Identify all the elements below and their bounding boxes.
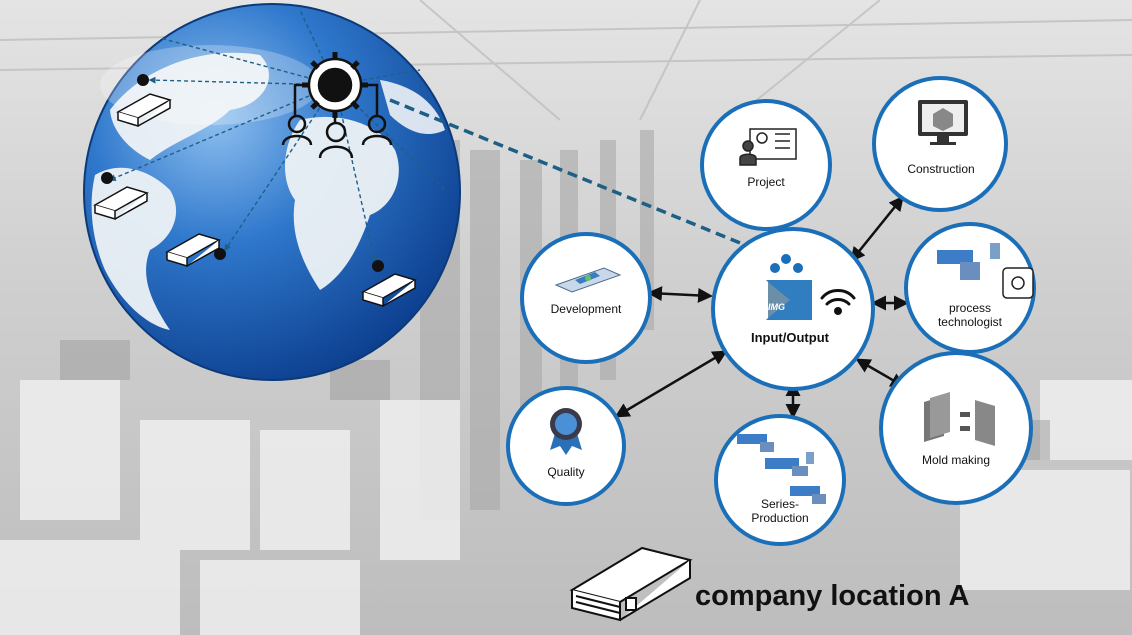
wifi-icon bbox=[820, 289, 856, 315]
project-icon bbox=[739, 128, 797, 166]
logo-text: IMG bbox=[768, 302, 785, 312]
gear-network-icon bbox=[281, 52, 393, 159]
globe-icon bbox=[83, 3, 461, 381]
company-device-icon bbox=[569, 546, 693, 622]
construction-node-label: Construction bbox=[907, 162, 975, 176]
monitor-icon bbox=[918, 100, 968, 145]
development-node-label: Development bbox=[550, 302, 622, 316]
series-node bbox=[714, 414, 846, 546]
imc-logo-icon bbox=[766, 254, 812, 320]
company-location-label: company location A bbox=[695, 580, 970, 612]
quality-node-label: Quality bbox=[547, 465, 585, 479]
series-machines-icon bbox=[737, 434, 826, 504]
project-node-label: Project bbox=[747, 175, 785, 189]
mold-node bbox=[879, 351, 1033, 505]
mold-node-label: Mold making bbox=[921, 453, 991, 467]
center-node-label: Input/Output bbox=[751, 330, 829, 345]
process-node-label: process technologist bbox=[937, 301, 1003, 329]
rosette-icon bbox=[550, 408, 582, 455]
machine-icon bbox=[937, 243, 1034, 299]
series-node-label: Series- Production bbox=[751, 497, 809, 525]
development-icon bbox=[554, 267, 622, 293]
project-node bbox=[700, 99, 832, 231]
development-node bbox=[520, 232, 652, 364]
server-device-icon bbox=[93, 93, 417, 308]
mold-icon bbox=[924, 392, 995, 446]
